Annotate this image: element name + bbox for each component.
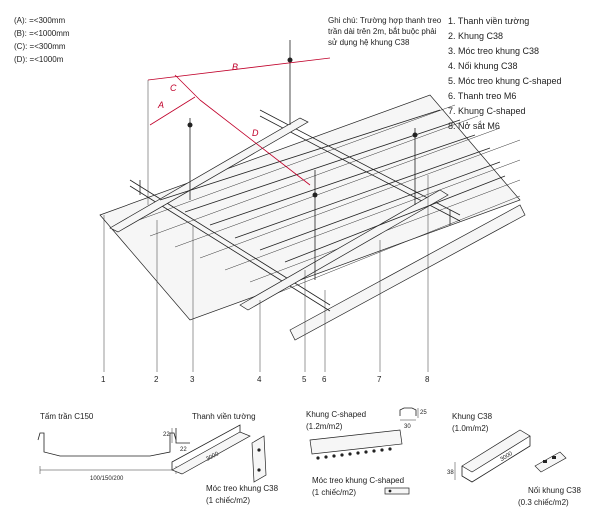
dimension-letter-a: A	[158, 100, 165, 110]
part-c-shaped-qty: (1.2m/m2)	[306, 422, 343, 431]
legend-item-2: 2. Khung C38	[448, 31, 504, 41]
wall-trim-drawing	[171, 424, 251, 475]
callout-leaders	[103, 175, 429, 372]
callout-8: 8	[425, 375, 430, 384]
hanger-rods	[187, 40, 418, 280]
part-c38-hanger-qty: (1 chiếc/m2)	[206, 496, 251, 505]
c-shaped-profile-drawing	[309, 407, 419, 460]
part-c-shaped-width: 30	[404, 424, 411, 430]
dimension-spec-c: (C): =<300mm	[14, 42, 66, 51]
callout-7: 7	[377, 375, 382, 384]
part-c38-joint-title: Nối khung C38	[528, 486, 581, 495]
part-c-shaped-height: 25	[420, 410, 427, 416]
legend-item-8: 8. Nở sắt M6	[448, 121, 500, 131]
part-c38-width: 38	[447, 470, 454, 476]
part-c38-title: Khung C38	[452, 412, 493, 421]
note-line-1: Ghi chú: Trường hợp thanh treo	[328, 16, 442, 25]
c150-profile-drawing	[37, 432, 177, 474]
callout-6: 6	[322, 375, 327, 384]
note-line-3: sử dụng hệ khung C38	[328, 38, 410, 47]
c38-hanger-drawing	[251, 435, 267, 483]
legend-item-4: 4. Nối khung C38	[448, 61, 518, 71]
part-c38-hanger-title: Móc treo khung C38	[206, 484, 279, 493]
callout-2: 2	[154, 375, 159, 384]
part-c38-qty: (1.0m/m2)	[452, 424, 489, 433]
legend-item-5: 5. Móc treo khung C-shaped	[448, 76, 562, 86]
part-wall-trim-h: 22	[163, 432, 170, 438]
legend-item-7: 7. Khung C-shaped	[448, 106, 526, 116]
part-c150-title: Tấm trần C150	[40, 412, 94, 421]
part-wall-trim-title: Thanh viền tường	[192, 412, 256, 421]
callout-5: 5	[302, 375, 307, 384]
callout-3: 3	[190, 375, 195, 384]
dimension-spec-d: (D): =<1000m	[14, 55, 64, 64]
dimension-spec-b: (B): =<1000mm	[14, 29, 70, 38]
part-c-shaped-hanger-title: Móc treo khung C-shaped	[312, 476, 405, 485]
callout-1: 1	[101, 375, 106, 384]
c38-joint-drawing	[534, 451, 567, 473]
part-c38-joint-qty: (0.3 chiếc/m2)	[518, 498, 569, 507]
legend-item-6: 6. Thanh treo M6	[448, 91, 517, 101]
c38-rails	[109, 117, 451, 311]
legend-item-1: 1. Thanh viền tường	[448, 16, 530, 26]
part-c-shaped-hanger-qty: (1 chiếc/m2)	[312, 488, 357, 497]
dimension-letter-d: D	[252, 128, 259, 138]
c-shaped-hanger-drawing	[384, 487, 410, 495]
callout-4: 4	[257, 375, 262, 384]
c38-frame-drawing	[454, 429, 531, 483]
part-c150-size: 100/150/200	[90, 476, 124, 482]
note-line-2: trần dài trên 2m, bắt buộc phải	[328, 27, 437, 36]
part-c-shaped-title: Khung C-shaped	[306, 410, 367, 419]
dimension-letter-c: C	[170, 83, 177, 93]
dimension-lines	[147, 57, 331, 205]
dimension-letter-b: B	[232, 62, 239, 72]
part-wall-trim-w: 22	[180, 447, 187, 453]
legend-item-3: 3. Móc treo khung C38	[448, 46, 540, 56]
dimension-spec-a: (A): =<300mm	[14, 16, 66, 25]
